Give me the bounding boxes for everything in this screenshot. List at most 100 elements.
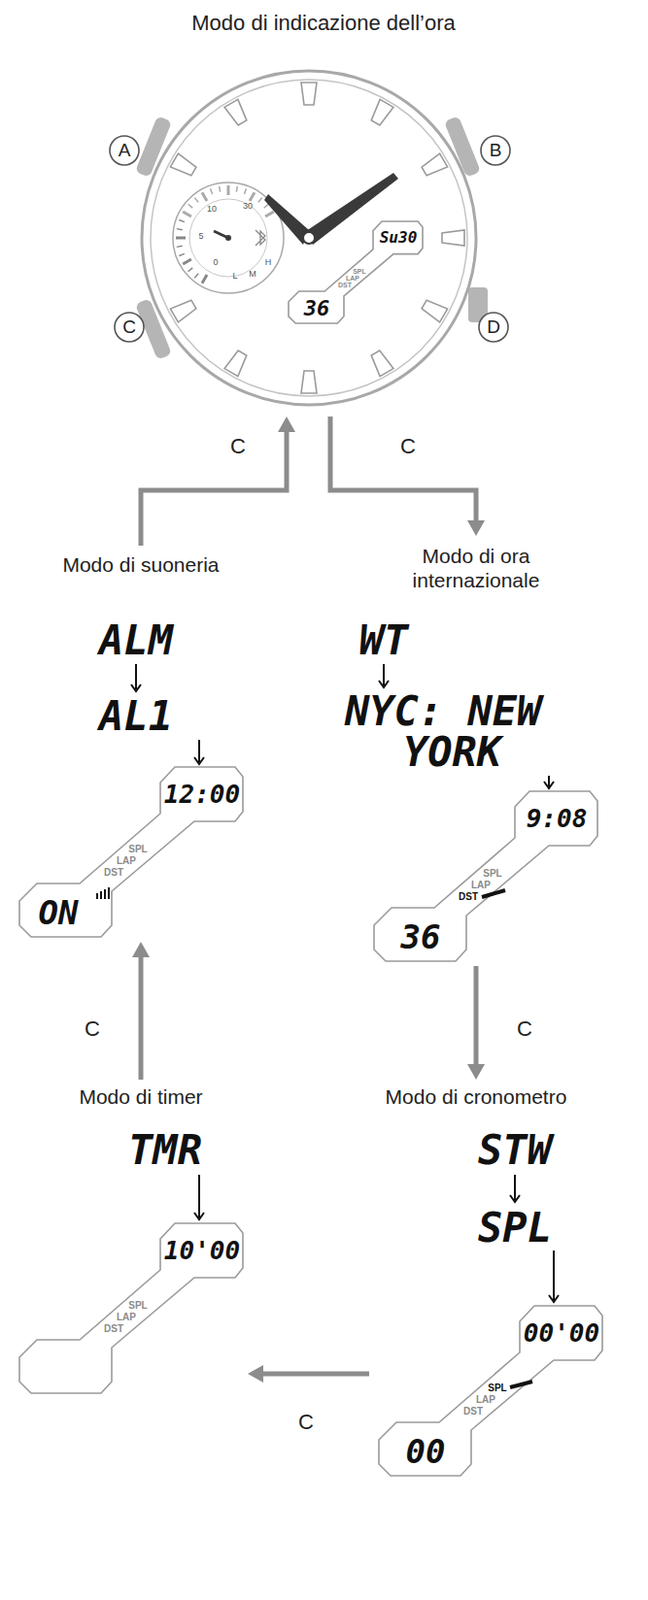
subdial-scale: H — [265, 257, 273, 268]
mode-arrow — [132, 942, 150, 1081]
mode-arrow — [140, 416, 296, 546]
indicator-label: DST — [458, 892, 478, 903]
indicator-label: DST — [103, 1325, 124, 1335]
lcd-text: TMR — [128, 1130, 203, 1172]
indicator-label: DST — [103, 868, 124, 879]
subdial-tick — [182, 259, 192, 265]
step-arrow — [547, 776, 550, 787]
step-arrow-head — [548, 1296, 559, 1303]
lcd-text: Su30 — [379, 230, 418, 246]
sound-icon — [97, 887, 109, 900]
indicator-label: DST — [463, 1407, 483, 1418]
mode-title: Modo di ora internazionale — [364, 544, 588, 593]
watch-case — [141, 70, 477, 406]
subdial-tick — [258, 198, 263, 204]
subdial-scale: 0 — [212, 257, 218, 268]
hand-pin — [303, 232, 315, 244]
subdial-tick — [202, 192, 207, 202]
worldtime-lcd — [374, 791, 598, 962]
stopwatch-lcd — [378, 1306, 603, 1477]
step-arrow-head — [378, 681, 389, 688]
subdial-tick — [178, 220, 185, 223]
connector-line — [474, 966, 479, 1067]
indicator-label: SPL — [128, 845, 147, 855]
subdial-tick — [194, 198, 199, 204]
step-arrow — [552, 1251, 555, 1301]
dst-indicator — [481, 890, 506, 898]
hour-marker — [371, 99, 394, 125]
hour-marker — [170, 300, 197, 323]
indicator-label: SPL — [487, 1384, 507, 1395]
mode-arrow — [330, 416, 485, 537]
step-arrow — [513, 1175, 516, 1201]
button-label: C — [514, 1017, 535, 1043]
indicator-label: SPL — [482, 869, 502, 880]
lcd-text: ALM — [99, 620, 173, 662]
lcd-text: 12:00 — [164, 782, 240, 808]
connector-line — [140, 430, 287, 546]
hour-marker — [301, 82, 317, 105]
connector-line — [138, 955, 144, 1081]
subdial-scale: L — [232, 271, 238, 281]
hour-marker — [421, 153, 448, 176]
step-arrow-head — [131, 684, 141, 692]
lcd-text: 36 — [401, 920, 442, 955]
mode-title: Modo di suoneria — [62, 553, 219, 578]
lcd-text: SPL — [477, 1208, 552, 1250]
watch-bezel — [150, 79, 468, 397]
mode-arrow — [247, 1365, 370, 1384]
mode-title: Modo di indicazione dell’ora — [191, 10, 456, 36]
lcd-text: 00 — [406, 1435, 446, 1469]
subdial-tick — [188, 204, 194, 208]
lcd-text: 10'00 — [164, 1238, 240, 1264]
step-arrow-head — [194, 1213, 205, 1221]
subdial-tick — [176, 229, 183, 231]
button-letter: A — [118, 139, 132, 162]
mode-display: Modo di cronometroSTWSPL00'00SPLLAPDST00 — [369, 1080, 627, 1484]
lcd-text: 36 — [304, 298, 331, 320]
hour-marker — [224, 99, 247, 125]
watch-face: Modo di indicazione dell’oraSu30SPLLAPDS… — [106, 4, 525, 417]
mode-title: Modo di cronometro — [385, 1086, 568, 1110]
indicator-label: LAP — [116, 856, 137, 867]
step-arrow-head — [194, 757, 205, 765]
lcd-text: NYC: NEW YORK — [344, 691, 627, 774]
step-arrow-head — [510, 1195, 520, 1203]
step-arrow-head — [544, 782, 554, 789]
subdial-tick — [265, 211, 274, 217]
lcd-text: AL1 — [99, 696, 173, 738]
indicator-label: SPL — [128, 1301, 147, 1312]
subdial-scale: 30 — [242, 201, 253, 211]
subdial-tick — [210, 188, 213, 195]
subdial-tick — [188, 268, 194, 273]
subdial-tick — [178, 253, 185, 256]
indicator-label: LAP — [471, 881, 491, 891]
connector-line — [330, 416, 477, 523]
subdial-ring — [189, 199, 268, 277]
indicator-label: LAP — [345, 274, 360, 282]
subdial-tick — [243, 188, 246, 195]
spl-indicator — [510, 1382, 533, 1389]
hour-markers — [170, 82, 465, 394]
subdial-ticks — [175, 185, 274, 284]
subdial-tick — [175, 237, 186, 240]
subdial-tick — [264, 204, 270, 208]
mode-display: Modo di ora internazionaleWT NYC: NEW YOR… — [340, 536, 637, 967]
lcd-text: WT — [359, 620, 410, 662]
subdial-tick — [249, 192, 255, 202]
mode-title: Modo di timer — [78, 1086, 203, 1110]
hour-marker — [301, 371, 317, 394]
subdial-tick — [182, 211, 192, 217]
lcd-text: STW — [477, 1130, 552, 1172]
indicator-label: LAP — [476, 1396, 496, 1406]
button-letter: B — [489, 139, 503, 162]
timer-lcd — [19, 1224, 243, 1395]
subdial-tick — [194, 273, 199, 279]
hour-marker — [224, 350, 247, 377]
hour-marker — [371, 350, 394, 377]
subdial-tick — [202, 274, 207, 284]
arrow-head — [467, 1064, 485, 1081]
